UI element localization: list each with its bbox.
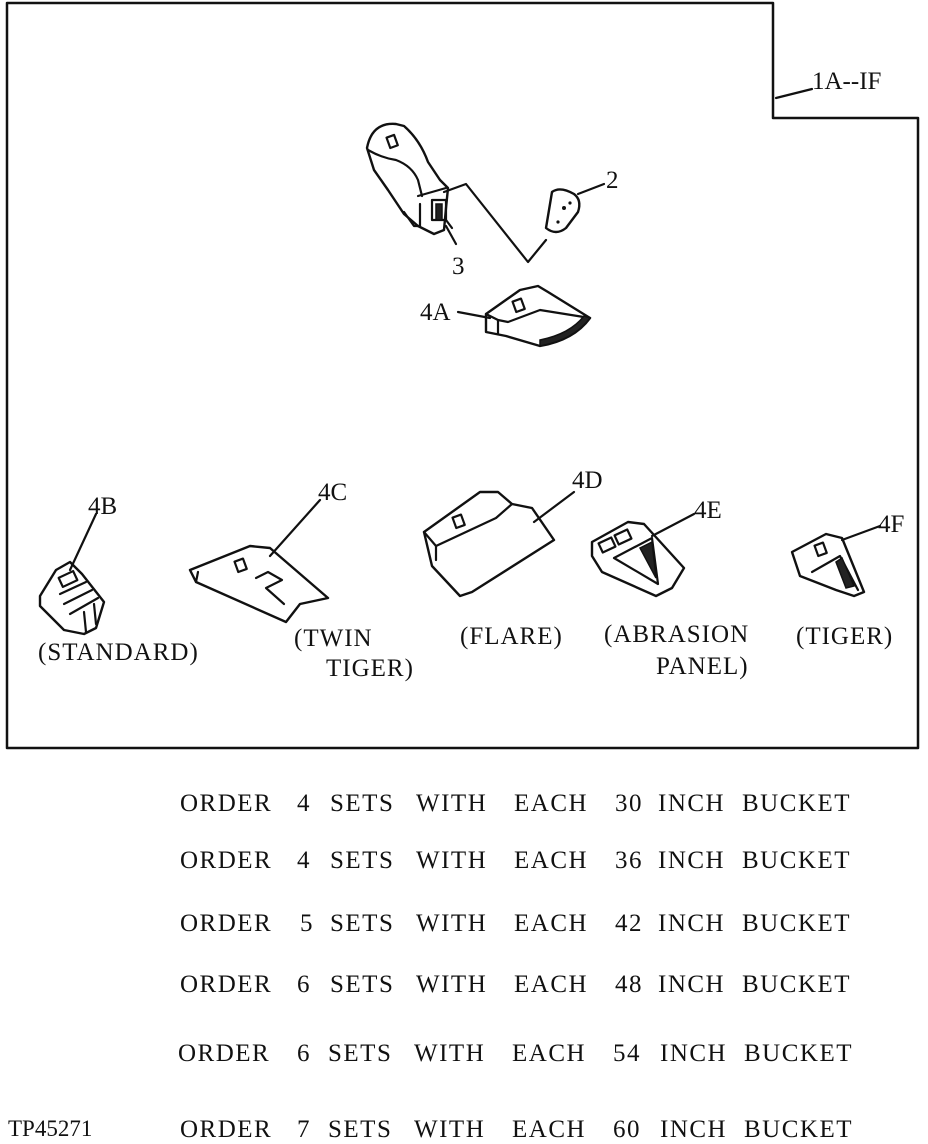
order-line: ORDER 5 SETS WITH EACH 42 INCH BUCKET [0, 910, 928, 942]
order-with: WITH [416, 910, 488, 937]
order-bucket: BUCKET [742, 971, 851, 998]
order-with: WITH [416, 847, 488, 874]
order-sets: SETS [328, 1040, 393, 1067]
order-line: ORDER 6 SETS WITH EACH 48 INCH BUCKET [0, 971, 928, 1003]
order-line: ORDER 6 SETS WITH EACH 54 INCH BUCKET [0, 1040, 928, 1072]
order-line: ORDER 4 SETS WITH EACH 30 INCH BUCKET [0, 790, 928, 822]
tooth-4a [484, 284, 592, 348]
order-inch: INCH [658, 971, 726, 998]
order-word: ORDER [180, 847, 273, 874]
order-qty: 6 [297, 1040, 311, 1067]
order-qty: 6 [297, 971, 311, 998]
leader-3 [444, 224, 458, 246]
order-word: ORDER [180, 971, 273, 998]
leader-4a [456, 310, 492, 320]
callout-3: 3 [452, 253, 465, 280]
order-qty: 4 [297, 790, 311, 817]
callout-4e: 4E [694, 497, 722, 524]
caption-standard: (STANDARD) [38, 639, 199, 666]
order-line: ORDER 7 SETS WITH EACH 60 INCH BUCKET [0, 1116, 928, 1144]
order-word: ORDER [180, 1116, 273, 1143]
order-sets: SETS [330, 790, 395, 817]
caption-twin-tiger-1: (TWIN [294, 625, 373, 652]
order-size: 30 [615, 790, 643, 817]
tooth-4c-twin-tiger [188, 544, 330, 624]
leader-4e [650, 512, 696, 538]
order-inch: INCH [658, 847, 726, 874]
tooth-4d-flare [422, 490, 556, 598]
caption-abrasion-2: PANEL) [656, 653, 749, 680]
callout-4c: 4C [318, 479, 347, 506]
adapter-part [365, 122, 454, 236]
order-sets: SETS [328, 1116, 393, 1143]
order-size: 60 [613, 1116, 641, 1143]
order-inch: INCH [658, 790, 726, 817]
tooth-4f-tiger [790, 532, 866, 598]
order-each: EACH [512, 1040, 587, 1067]
caption-twin-tiger-2: TIGER) [326, 655, 414, 682]
order-size: 54 [613, 1040, 641, 1067]
order-each: EACH [514, 847, 589, 874]
callout-1a-if: 1A--IF [812, 68, 881, 95]
callout-2: 2 [606, 167, 619, 194]
callout-4a: 4A [420, 299, 451, 326]
leader-4d [532, 490, 576, 524]
lock-part [544, 188, 581, 234]
order-qty: 5 [300, 910, 314, 937]
order-inch: INCH [658, 910, 726, 937]
figure-id: TP45271 [8, 1116, 93, 1141]
order-bucket: BUCKET [742, 847, 851, 874]
order-word: ORDER [180, 910, 273, 937]
order-sets: SETS [330, 910, 395, 937]
leader-2 [576, 182, 606, 196]
order-size: 36 [615, 847, 643, 874]
order-bucket: BUCKET [744, 1116, 853, 1143]
order-word: ORDER [178, 1040, 271, 1067]
order-with: WITH [414, 1040, 486, 1067]
order-with: WITH [414, 1116, 486, 1143]
order-size: 48 [615, 971, 643, 998]
leader-4f [840, 524, 882, 542]
order-with: WITH [416, 971, 488, 998]
caption-tiger: (TIGER) [796, 623, 893, 650]
callout-4d: 4D [572, 467, 603, 494]
order-each: EACH [514, 790, 589, 817]
caption-abrasion-1: (ABRASION [604, 621, 749, 648]
pin-leader [442, 182, 548, 264]
tooth-4b-standard [38, 560, 106, 636]
order-size: 42 [615, 910, 643, 937]
leader-1a-if [774, 87, 814, 100]
order-word: ORDER [180, 790, 273, 817]
caption-flare: (FLARE) [460, 623, 563, 650]
order-bucket: BUCKET [744, 1040, 853, 1067]
order-each: EACH [514, 910, 589, 937]
tooth-4e-abrasion-panel [590, 520, 686, 598]
leader-4c [268, 498, 322, 558]
leader-4b [68, 512, 98, 572]
order-inch: INCH [660, 1040, 728, 1067]
order-each: EACH [514, 971, 589, 998]
order-qty: 4 [297, 847, 311, 874]
order-line: ORDER 4 SETS WITH EACH 36 INCH BUCKET [0, 847, 928, 879]
order-bucket: BUCKET [742, 910, 851, 937]
diagram-border [5, 1, 920, 750]
order-qty: 7 [297, 1116, 311, 1143]
order-with: WITH [416, 790, 488, 817]
order-sets: SETS [330, 847, 395, 874]
order-inch: INCH [660, 1116, 728, 1143]
order-bucket: BUCKET [742, 790, 851, 817]
order-sets: SETS [330, 971, 395, 998]
callout-4f: 4F [878, 511, 904, 538]
order-each: EACH [512, 1116, 587, 1143]
callout-4b: 4B [88, 493, 117, 520]
parts-diagram: 1A--IF 3 2 4A 4B [5, 1, 920, 750]
